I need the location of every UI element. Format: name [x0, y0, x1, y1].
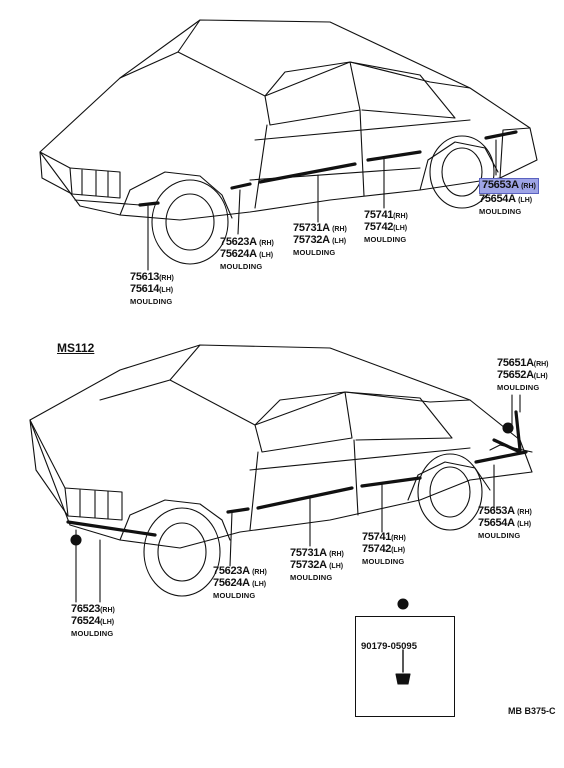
bottom-car-illustration	[29, 344, 533, 685]
section-title: MS112	[57, 341, 95, 355]
fastener-inset-box	[355, 616, 455, 717]
label-bottom-rear-quarter-moulding: 75653A (RH) 75654A (LH) MOULDING	[478, 505, 532, 541]
label-bottom-front-fender-moulding: 75623A (RH) 75624A (LH) MOULDING	[213, 565, 267, 601]
label-bottom-front-bumper-moulding: 76523(RH) 76524(LH) MOULDING	[71, 603, 115, 639]
label-top-front-door-moulding: 75731A (RH) 75732A (LH) MOULDING	[293, 222, 347, 258]
label-top-front-fender-moulding: 75623A (RH) 75624A (LH) MOULDING	[220, 236, 274, 272]
label-bottom-front-door-moulding: 75731A (RH) 75732A (LH) MOULDING	[290, 547, 344, 583]
figure-code: MB B375-C	[508, 706, 556, 716]
label-bottom-rear-door-moulding: 75741(RH) 75742(LH) MOULDING	[362, 531, 406, 567]
label-top-rear-door-moulding: 75741(RH) 75742(LH) MOULDING	[364, 209, 408, 245]
top-car-illustration	[39, 19, 538, 271]
inset-part-number: 90179-05095	[361, 641, 417, 652]
label-top-rear-quarter-moulding: 75653A (RH) 75654A (LH) MOULDING	[479, 178, 539, 217]
label-top-front-bumper-moulding: 75613(RH) 75614(LH) MOULDING	[130, 271, 174, 307]
highlighted-part-number[interactable]: 75653A (RH)	[479, 178, 539, 194]
label-bottom-rear-pillar-moulding: 75651A(RH) 75652A(LH) MOULDING	[497, 357, 549, 393]
